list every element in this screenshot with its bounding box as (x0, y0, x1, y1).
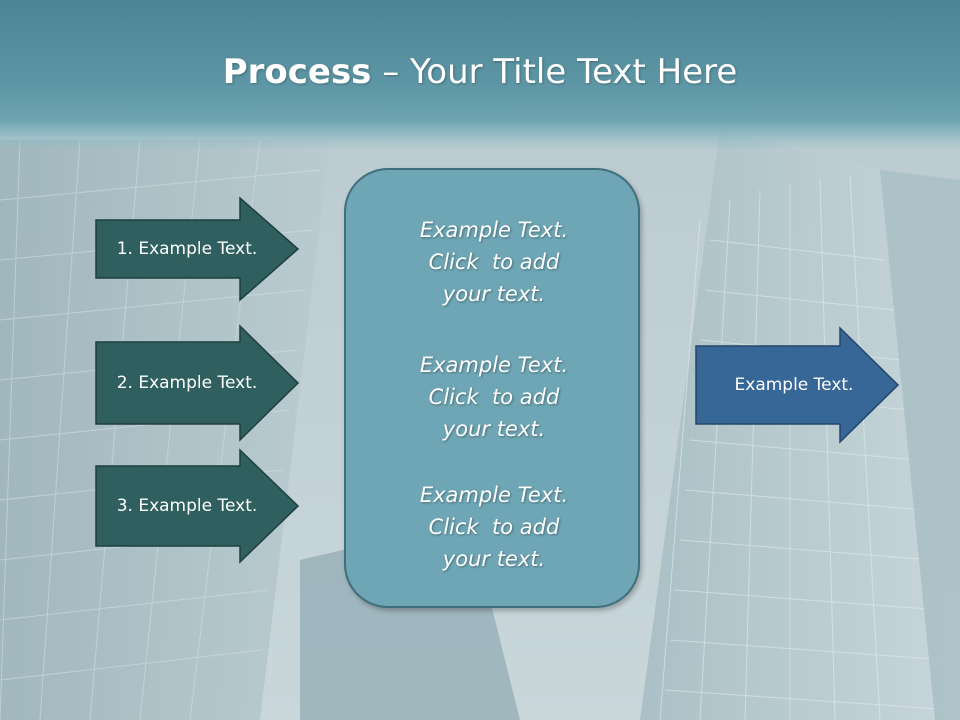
right-arrow-label: Example Text. (734, 375, 854, 395)
left-arrow-1-label: 1. Example Text. (116, 239, 258, 259)
center-text-line: Example Text. (419, 218, 569, 242)
center-text-line: your text. (442, 282, 546, 306)
center-text-line: Click to add (428, 250, 560, 274)
right-arrow[interactable]: Example Text. (695, 326, 900, 444)
center-text-block-3: Example Text. Click to add your text. (346, 479, 642, 575)
center-text-line: Click to add (428, 515, 560, 539)
center-text-line: your text. (442, 417, 546, 441)
center-text-block-2: Example Text. Click to add your text. (346, 349, 642, 445)
center-text-block-1: Example Text. Click to add your text. (346, 214, 642, 310)
arrow-shape-icon (95, 324, 300, 442)
left-arrow-2[interactable]: 2. Example Text. (95, 324, 300, 442)
slide-title[interactable]: Process – Your Title Text Here (0, 52, 960, 92)
center-text-line: your text. (442, 547, 546, 571)
center-text-line: Example Text. (419, 483, 569, 507)
title-rest-text: – Your Title Text Here (371, 52, 738, 92)
left-arrow-3[interactable]: 3. Example Text. (95, 448, 300, 564)
center-text-box[interactable]: Example Text. Click to add your text. Ex… (344, 168, 640, 608)
left-arrow-2-label: 2. Example Text. (116, 373, 258, 393)
title-band (0, 0, 960, 150)
arrow-shape-icon (95, 448, 300, 564)
arrow-shape-icon (695, 326, 900, 444)
left-arrow-1[interactable]: 1. Example Text. (95, 196, 300, 302)
title-bold-text: Process (222, 52, 372, 92)
arrow-shape-icon (95, 196, 300, 302)
center-text-line: Click to add (428, 385, 560, 409)
center-text-line: Example Text. (419, 353, 569, 377)
left-arrow-3-label: 3. Example Text. (116, 496, 258, 516)
